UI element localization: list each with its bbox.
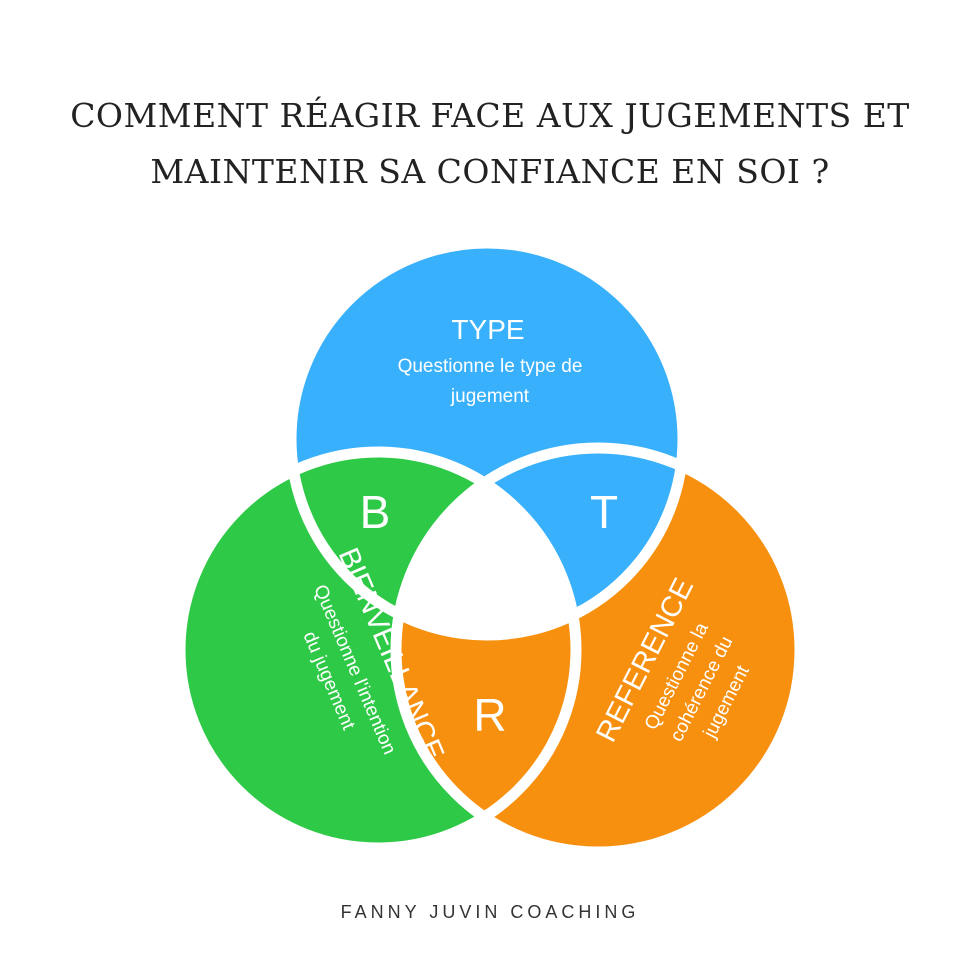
type-desc-line-1: Questionne le type de: [398, 356, 583, 377]
overlap-letter-t: T: [590, 486, 618, 538]
ring-bienveillance: [174, 446, 582, 854]
title-line-2: MAINTENIR SA CONFIANCE EN SOI ?: [150, 152, 830, 191]
page-title: COMMENT RÉAGIR FACE AUX JUGEMENTS ET MAI…: [0, 88, 980, 200]
ring-type: [285, 237, 689, 641]
center-overlap: [396, 452, 576, 635]
overlap-letter-r: R: [473, 689, 506, 741]
title-line-1: COMMENT RÉAGIR FACE AUX JUGEMENTS ET: [70, 96, 910, 135]
overlap-letter-b: B: [360, 486, 391, 538]
type-heading: TYPE: [451, 314, 524, 345]
brand-footer: FANNY JUVIN COACHING: [340, 902, 640, 922]
type-desc-line-2: jugement: [450, 386, 530, 407]
ring-reference: [390, 442, 806, 858]
